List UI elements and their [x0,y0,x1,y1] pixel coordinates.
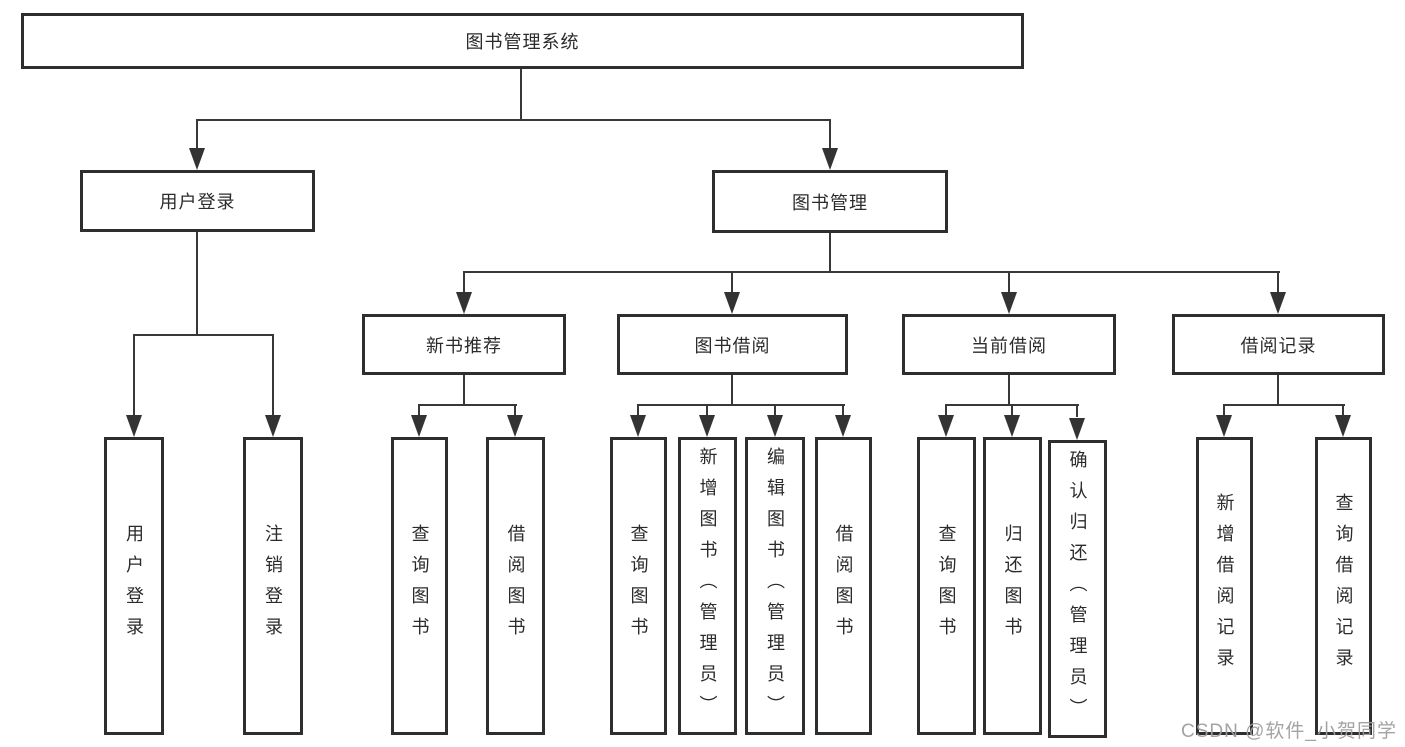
arrowhead-down-icon [938,415,954,437]
connector-vline [196,232,198,336]
node-borrow-records-label: 借阅记录 [1240,335,1317,356]
connector-hline [637,404,845,406]
connector-vline [731,271,733,294]
leaf-return-books: 归还图书 [983,437,1042,735]
arrowhead-down-icon [630,415,646,437]
connector-vline [514,404,516,417]
leaf-query-books-borrow: 查询图书 [610,437,667,735]
connector-vline [774,404,776,417]
connector-vline [1223,404,1225,417]
leaf-query-books-current: 查询图书 [917,437,976,735]
arrowhead-down-icon [507,415,523,437]
connector-vline [1076,404,1078,417]
leaf-edit-books-admin: 编辑图书（管理员） [745,437,805,735]
connector-vline [1277,375,1279,406]
connector-vline [1008,375,1010,406]
arrowhead-down-icon [411,415,427,437]
arrowhead-down-icon [822,148,838,170]
leaf-query-books-recommend: 查询图书 [391,437,448,735]
leaf-logout: 注销登录 [243,437,303,735]
leaf-return-books-label: 归还图书 [1002,524,1023,648]
node-root-label: 图书管理系统 [465,32,580,52]
node-root: 图书管理系统 [21,13,1024,69]
arrowhead-down-icon [724,292,740,314]
connector-hline [463,271,1280,273]
node-book-borrow: 图书借阅 [617,314,848,375]
connector-vline [418,404,420,417]
arrowhead-down-icon [456,292,472,314]
node-book-management-label: 图书管理 [792,192,868,213]
connector-vline [945,404,947,417]
leaf-edit-books-admin-label: 编辑图书（管理员） [765,446,785,726]
arrowhead-down-icon [1270,292,1286,314]
connector-vline [829,233,831,273]
leaf-confirm-return-admin-label: 确认归还（管理员） [1067,449,1088,729]
connector-hline [196,119,831,121]
connector-vline [463,271,465,294]
arrowhead-down-icon [1335,415,1351,437]
leaf-borrow-books-label: 借阅图书 [833,524,854,648]
leaf-user-login: 用户登录 [104,437,164,735]
connector-hline [133,334,274,336]
connector-vline [731,375,733,406]
connector-vline [520,69,522,119]
node-borrow-records: 借阅记录 [1172,314,1385,375]
leaf-borrow-books: 借阅图书 [815,437,872,735]
connector-hline [418,404,517,406]
connector-vline [637,404,639,417]
arrowhead-down-icon [1069,418,1085,440]
leaf-query-books-borrow-label: 查询图书 [628,524,649,648]
node-current-borrow-label: 当前借阅 [971,335,1047,356]
leaf-user-login-label: 用户登录 [124,524,144,648]
arrowhead-down-icon [189,148,205,170]
connector-hline [1223,404,1345,406]
arrowhead-down-icon [835,415,851,437]
node-book-borrow-label: 图书借阅 [694,335,771,356]
connector-vline [1011,404,1013,417]
leaf-query-borrow-record: 查询借阅记录 [1315,437,1372,735]
leaf-logout-label: 注销登录 [263,524,283,648]
connector-vline [196,119,198,150]
connector-vline [1008,271,1010,294]
leaf-borrow-books-recommend: 借阅图书 [486,437,545,735]
leaf-add-books-admin: 新增图书（管理员） [678,437,737,735]
leaf-confirm-return-admin: 确认归还（管理员） [1048,440,1107,738]
arrowhead-down-icon [1216,415,1232,437]
arrowhead-down-icon [126,415,142,437]
arrowhead-down-icon [265,415,281,437]
connector-vline [133,334,135,417]
arrowhead-down-icon [767,415,783,437]
csdn-watermark: CSDN @软件_小贺同学 [1181,721,1397,742]
connector-vline [706,404,708,417]
leaf-borrow-books-recommend-label: 借阅图书 [505,524,526,648]
leaf-query-books-current-label: 查询图书 [936,524,957,648]
leaf-add-borrow-record: 新增借阅记录 [1196,437,1253,735]
connector-vline [1277,271,1279,294]
connector-vline [272,334,274,417]
node-new-book-recommend: 新书推荐 [362,314,566,375]
node-new-book-recommend-label: 新书推荐 [426,335,502,356]
arrowhead-down-icon [1004,415,1020,437]
node-user-login: 用户登录 [80,170,315,232]
leaf-add-books-admin-label: 新增图书（管理员） [697,446,718,726]
connector-vline [1342,404,1344,417]
node-current-borrow: 当前借阅 [902,314,1116,375]
connector-vline [842,404,844,417]
arrowhead-down-icon [699,415,715,437]
arrowhead-down-icon [1001,292,1017,314]
connector-vline [829,119,831,150]
node-book-management: 图书管理 [712,170,948,233]
leaf-query-borrow-record-label: 查询借阅记录 [1333,493,1354,679]
node-user-login-label: 用户登录 [159,192,236,212]
connector-vline [463,375,465,406]
leaf-query-books-recommend-label: 查询图书 [409,524,430,648]
leaf-add-borrow-record-label: 新增借阅记录 [1214,493,1235,679]
